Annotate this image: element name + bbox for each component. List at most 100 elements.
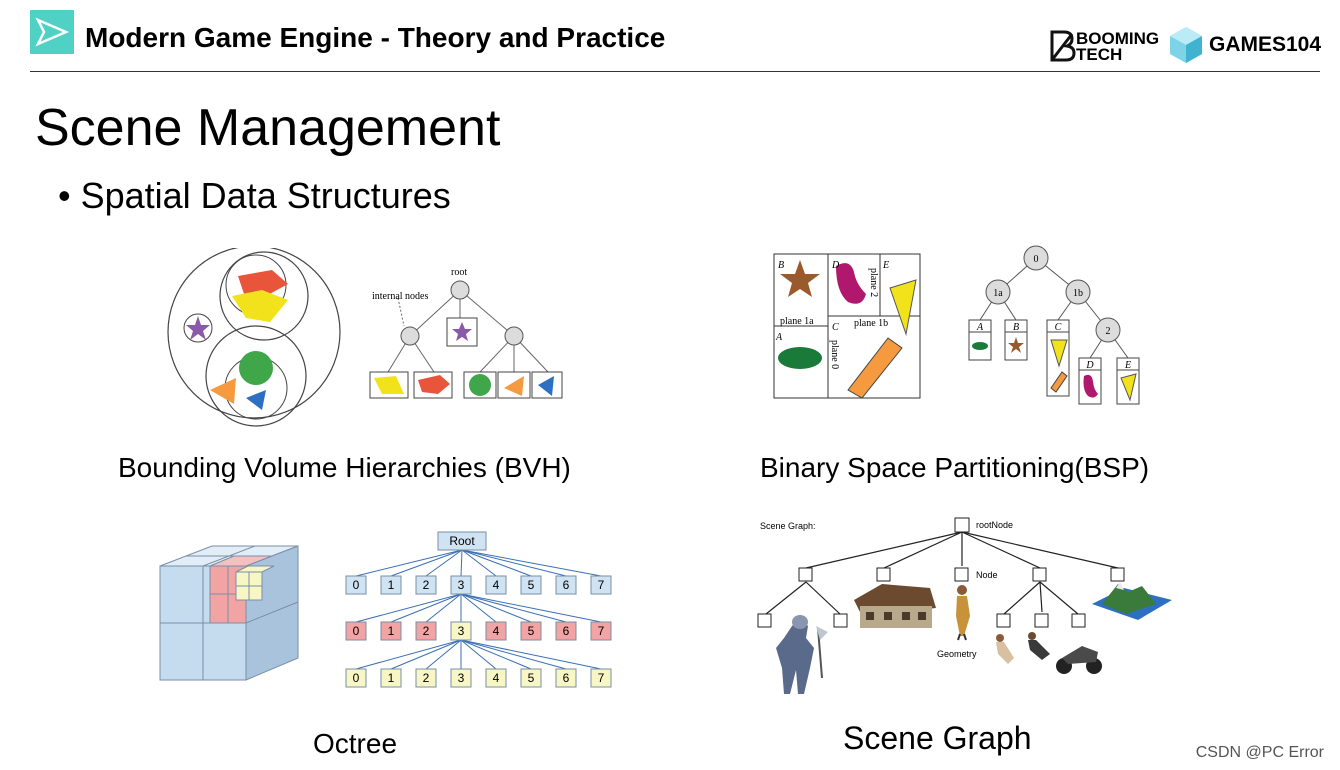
bsp-region-d: D (831, 260, 840, 271)
scene-root-node (954, 517, 970, 533)
brand-tech: TECH (1076, 45, 1123, 64)
bsp-orange-rect (847, 337, 903, 399)
bvh-internal-node-left (400, 326, 420, 346)
bsp-node-1a (985, 279, 1011, 305)
octree-node-level3-3-label: 3 (458, 671, 465, 685)
octree-node-level3-7-label: 7 (598, 671, 605, 685)
octree-node-level1-7 (590, 575, 612, 595)
octree-node-level1-4 (485, 575, 507, 595)
octree-node-level2-2-label: 2 (423, 624, 430, 638)
octree-node-level2-5-label: 5 (528, 624, 535, 638)
booming-tech-logo-icon (1050, 30, 1076, 62)
octree-node-level2-4 (485, 621, 507, 641)
bvh-green-circle (239, 351, 273, 385)
bsp-leaf-b-label: B (1013, 322, 1019, 333)
octree-node-level2-0-label: 0 (353, 624, 360, 638)
bsp-yellow-triangle (889, 279, 917, 336)
bsp-diagram: B D E A C plane 1a plane 1b plane 0 plan… (773, 245, 1140, 405)
octree-node-level1-5 (520, 575, 542, 595)
octree-node-level2-1 (380, 621, 402, 641)
bsp-node-1b-label: 1b (1073, 288, 1083, 299)
octree-node-level1-1-label: 1 (388, 578, 395, 592)
octree-node-level2-7 (590, 621, 612, 641)
octree-node-level3-2-label: 2 (423, 671, 430, 685)
octree-node-level3-7 (590, 668, 612, 688)
bsp-leaf-a-label: A (976, 322, 984, 333)
course-logo-icon (30, 10, 74, 54)
scene-node-label: Node (976, 570, 998, 580)
bsp-node-1b (1065, 279, 1091, 305)
octree-node-level3-6-label: 6 (563, 671, 570, 685)
bvh-volume-bottom (205, 325, 307, 427)
octree-node-level3-4-label: 4 (493, 671, 500, 685)
woman-figure (956, 585, 970, 641)
bullet-spatial-data-structures: • Spatial Data Structures (58, 175, 451, 216)
scene-node-character-group (798, 567, 813, 582)
octree-node-level3-1 (380, 668, 402, 688)
octree-node-level1-3 (450, 575, 472, 595)
octree-node-level3-5 (520, 668, 542, 688)
bvh-caption: Bounding Volume Hierarchies (BVH) (118, 452, 571, 483)
bsp-region-a: A (775, 332, 783, 343)
octree-node-level1-1 (380, 575, 402, 595)
octree-node-level1-6-label: 6 (563, 578, 570, 592)
scene-node-house (876, 567, 891, 582)
bullet-text: Spatial Data Structures (80, 175, 451, 216)
octree-node-level2-7-label: 7 (598, 624, 605, 638)
course-title: Modern Game Engine - Theory and Practice (85, 22, 666, 53)
bsp-node-0-label: 0 (1034, 254, 1039, 265)
octree-node-level2-4-label: 4 (493, 624, 500, 638)
octree-node-level3-2 (415, 668, 437, 688)
octree-node-level3-4 (485, 668, 507, 688)
octree-node-level2-1-label: 1 (388, 624, 395, 638)
octree-node-level1-7-label: 7 (598, 578, 605, 592)
bsp-plane-1a-label: plane 1a (780, 316, 814, 327)
bvh-volume-top (219, 251, 309, 341)
motorcycle-figure (1056, 646, 1102, 674)
scene-geometry-label: Geometry (937, 649, 977, 659)
scene-node-terrain (1110, 567, 1125, 582)
scene-node-leaf-3 (996, 613, 1011, 628)
octree-node-level1-3-label: 3 (458, 578, 465, 592)
bsp-node-1a-label: 1a (993, 288, 1003, 299)
scene-node-leaf-4 (1034, 613, 1049, 628)
octree-root-node (437, 531, 487, 551)
octree-node-level2-2 (415, 621, 437, 641)
scene-node-leaf-2 (833, 613, 848, 628)
octree-node-level1-5-label: 5 (528, 578, 535, 592)
bvh-root-volume (167, 248, 341, 419)
octree-node-level2-3 (450, 621, 472, 641)
octree-node-level3-0 (345, 668, 367, 688)
octree-node-level3-0-label: 0 (353, 671, 360, 685)
seated-people-figure (996, 632, 1050, 664)
octree-node-level3-5-label: 5 (528, 671, 535, 685)
octree-node-level2-3-label: 3 (458, 624, 465, 638)
armored-knight-figure (776, 615, 828, 694)
bsp-region-b: B (778, 260, 784, 271)
bsp-node-2 (1095, 317, 1121, 343)
bvh-root-node (450, 280, 470, 300)
scene-node-leaf-5 (1071, 613, 1086, 628)
bvh-yellow-shape (232, 290, 288, 322)
octree-node-level2-6 (555, 621, 577, 641)
bvh-orange-triangle (210, 378, 236, 404)
brand-booming: BOOMING (1076, 29, 1160, 48)
bvh-red-shape (238, 270, 288, 296)
booming-tech-wordmark: BOOMING TECH (1076, 29, 1160, 64)
octree-node-level3-6 (555, 668, 577, 688)
octree-node-level1-6 (555, 575, 577, 595)
bsp-plane-1b-label: plane 1b (854, 318, 888, 329)
bsp-leaf-c-label: C (1055, 322, 1062, 333)
scene-graph-diagram: Scene Graph: rootNode Node Geometry (757, 517, 1172, 694)
bsp-leaf-d-label: D (1085, 360, 1094, 371)
bsp-magenta-shape (836, 263, 866, 304)
bsp-brown-star (780, 260, 820, 297)
terrain-figure (1092, 582, 1172, 620)
bvh-star-shape (186, 316, 210, 340)
bvh-internal-label: internal nodes (372, 291, 428, 302)
bvh-internal-node-right (504, 326, 524, 346)
bsp-caption: Binary Space Partitioning(BSP) (760, 452, 1150, 483)
scene-graph-caption: Scene Graph (843, 720, 1032, 756)
bsp-green-ellipse (778, 347, 822, 369)
